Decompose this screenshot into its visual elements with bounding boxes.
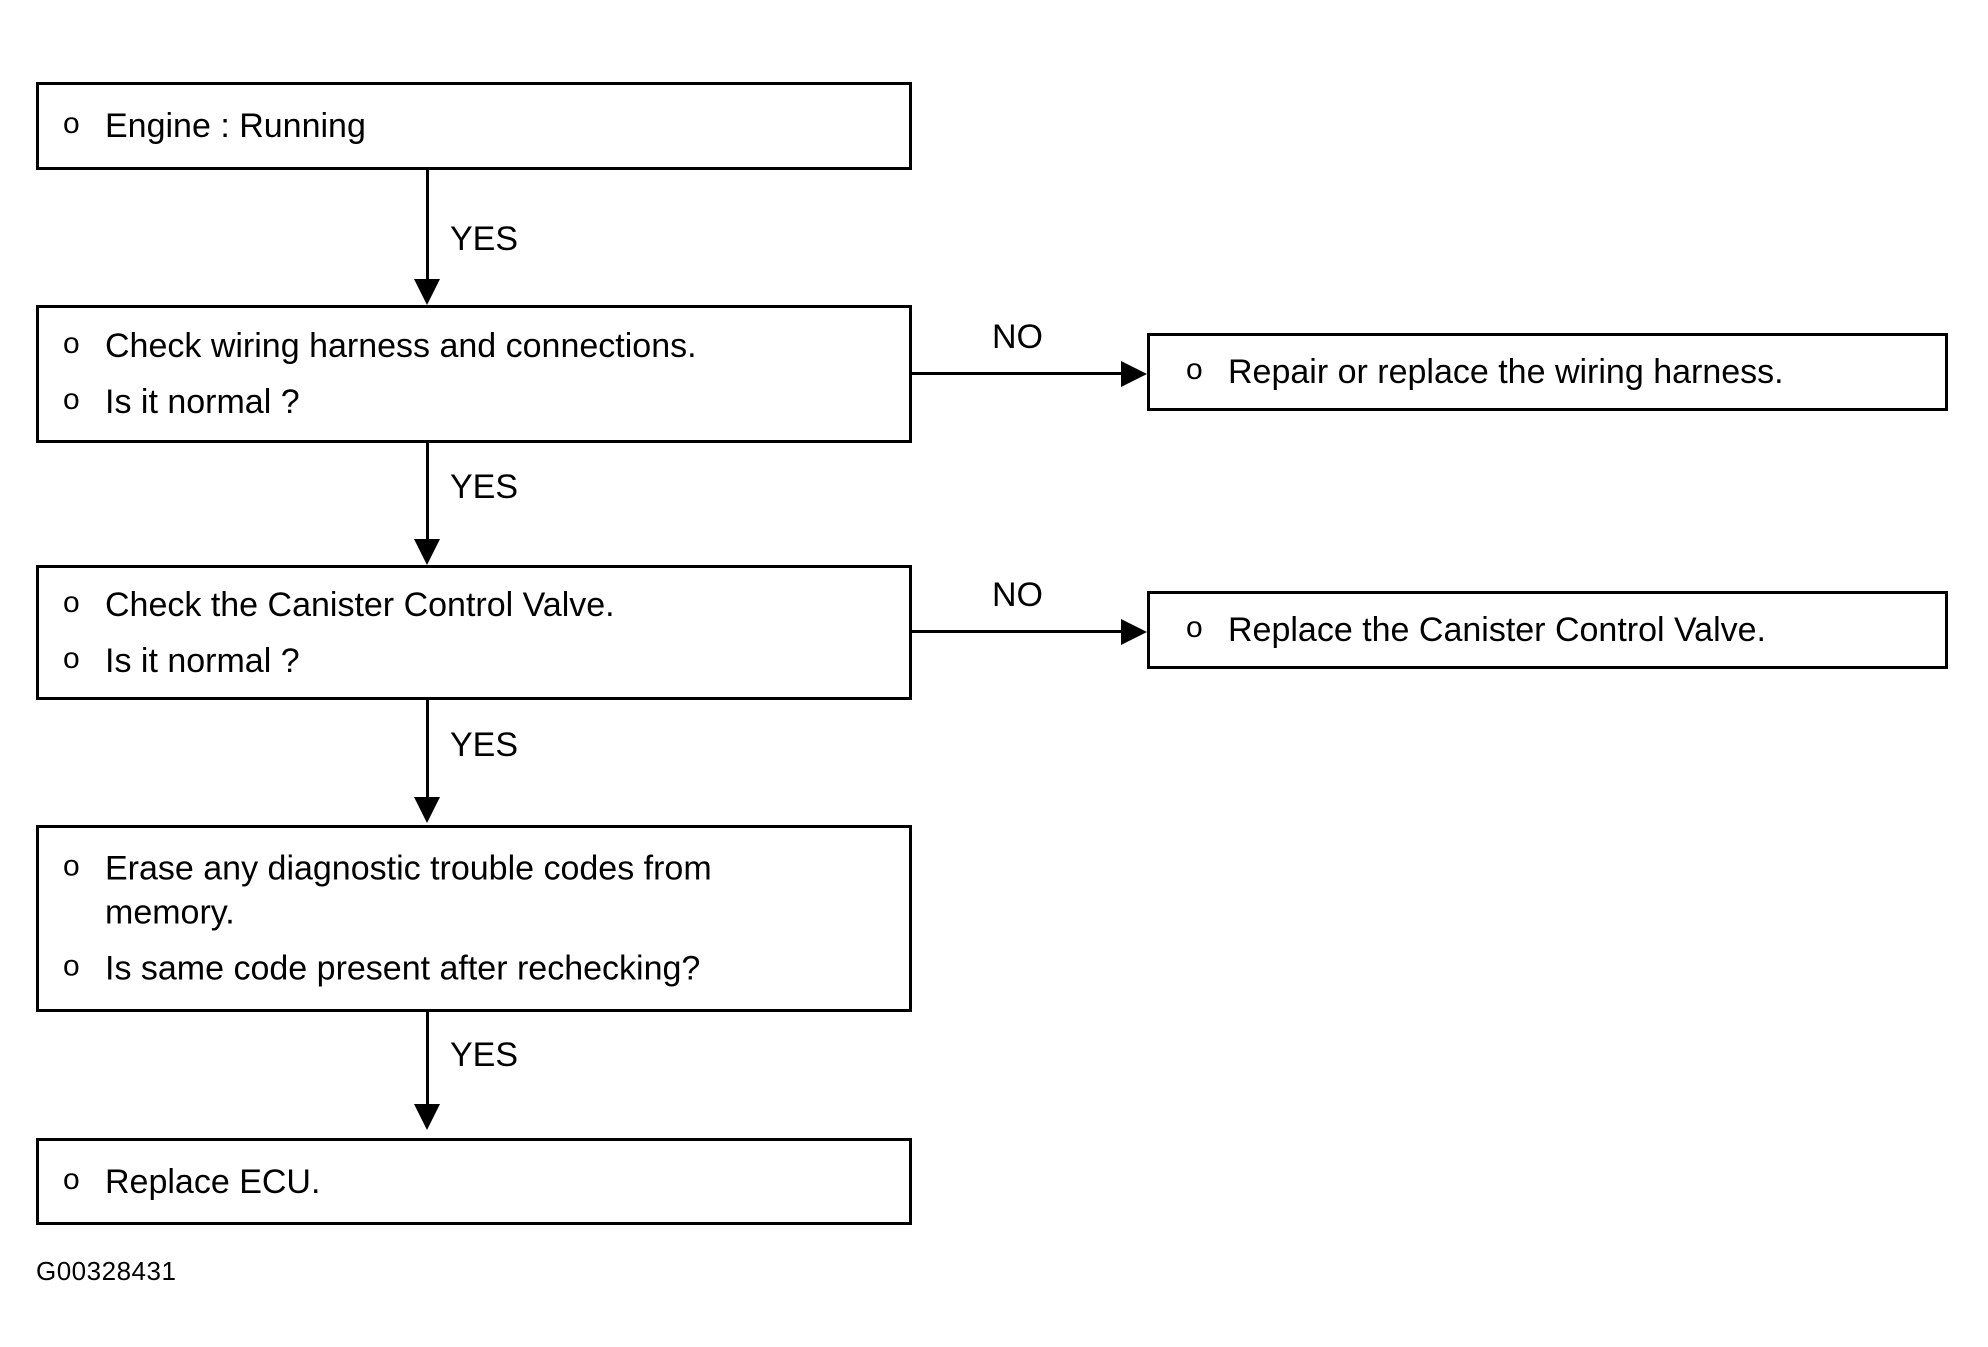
connector-erase-to-ecu-line — [426, 1012, 429, 1107]
connector-wiring-to-canister-line — [426, 443, 429, 553]
bullet-marker-icon: o — [63, 949, 80, 983]
bullet-text: Replace the Canister Control Valve. — [1228, 610, 1766, 649]
bullet-marker-icon: o — [63, 383, 80, 416]
bullet-text: Repair or replace the wiring harness. — [1228, 352, 1784, 391]
node-replace-canister-control-valve-content: o Replace the Canister Control Valve. — [1186, 608, 1935, 652]
bullet-marker-icon: o — [63, 585, 80, 619]
node-repair-wiring-harness-content: o Repair or replace the wiring harness. — [1186, 350, 1935, 394]
connector-wiring-to-repair-line — [912, 372, 1124, 375]
node-engine-running: o Engine : Running — [36, 82, 912, 170]
bullet-line: o Erase any diagnostic trouble codes fro… — [63, 846, 899, 934]
connector-engine-to-wiring-line — [426, 170, 429, 282]
bullet-line: o Engine : Running — [63, 104, 899, 148]
edge-label-erase-to-ecu: YES — [450, 1036, 519, 1074]
bullet-text: Check the Canister Control Valve. — [105, 585, 615, 624]
bullet-line: o Replace ECU. — [63, 1159, 899, 1203]
connector-engine-to-wiring-arrowhead-icon — [414, 279, 440, 305]
bullet-line: o Repair or replace the wiring harness. — [1186, 350, 1935, 394]
node-check-canister-control-valve: o Check the Canister Control Valve. o Is… — [36, 565, 912, 700]
bullet-line: o Is it normal ? — [63, 639, 899, 683]
node-replace-canister-control-valve: o Replace the Canister Control Valve. — [1147, 591, 1948, 669]
node-check-wiring-harness-content: o Check wiring harness and connections. … — [63, 324, 899, 424]
bullet-text: Replace ECU. — [105, 1162, 321, 1201]
node-erase-diagnostic-codes: o Erase any diagnostic trouble codes fro… — [36, 825, 912, 1012]
node-replace-ecu-content: o Replace ECU. — [63, 1159, 899, 1203]
bullet-marker-icon: o — [1186, 352, 1203, 386]
edge-label-canister-to-erase: YES — [450, 726, 519, 764]
edge-label-wiring-to-canister: YES — [450, 468, 519, 506]
bullet-line: o Replace the Canister Control Valve. — [1186, 608, 1935, 652]
edge-label-canister-to-replace: NO — [992, 576, 1043, 614]
connector-wiring-to-canister-arrowhead-icon — [414, 539, 440, 565]
bullet-line: o Check the Canister Control Valve. — [63, 582, 899, 626]
bullet-text: Erase any diagnostic trouble codes from … — [105, 849, 712, 932]
bullet-line: o Is same code present after rechecking? — [63, 947, 899, 991]
bullet-text: Check wiring harness and connections. — [105, 326, 697, 365]
edge-label-wiring-to-repair: NO — [992, 318, 1043, 356]
node-repair-wiring-harness: o Repair or replace the wiring harness. — [1147, 333, 1948, 411]
bullet-marker-icon: o — [63, 1162, 80, 1196]
connector-wiring-to-repair-arrowhead-icon — [1121, 361, 1147, 387]
edge-label-engine-to-wiring: YES — [450, 220, 519, 258]
bullet-text: Is it normal ? — [105, 641, 300, 680]
node-check-canister-control-valve-content: o Check the Canister Control Valve. o Is… — [63, 582, 899, 682]
node-engine-running-content: o Engine : Running — [63, 104, 899, 148]
bullet-marker-icon: o — [63, 849, 80, 883]
bullet-text: Engine : Running — [105, 106, 366, 145]
connector-canister-to-replace-line — [912, 630, 1124, 633]
node-replace-ecu: o Replace ECU. — [36, 1138, 912, 1225]
bullet-marker-icon: o — [63, 106, 80, 140]
bullet-line: o Is it normal ? — [63, 380, 899, 424]
bullet-marker-icon: o — [63, 641, 80, 675]
bullet-marker-icon: o — [1186, 610, 1203, 644]
bullet-marker-icon: o — [63, 326, 80, 360]
bullet-line: o Check wiring harness and connections. — [63, 324, 899, 368]
connector-erase-to-ecu-arrowhead-icon — [414, 1104, 440, 1130]
bullet-text: Is same code present after rechecking? — [105, 949, 701, 988]
connector-canister-to-replace-arrowhead-icon — [1121, 619, 1147, 645]
node-check-wiring-harness: o Check wiring harness and connections. … — [36, 305, 912, 443]
connector-canister-to-erase-line — [426, 700, 429, 800]
node-erase-diagnostic-codes-content: o Erase any diagnostic trouble codes fro… — [63, 846, 899, 991]
figure-caption: G00328431 — [36, 1256, 177, 1286]
bullet-text: Is it normal ? — [105, 383, 300, 421]
connector-canister-to-erase-arrowhead-icon — [414, 797, 440, 823]
